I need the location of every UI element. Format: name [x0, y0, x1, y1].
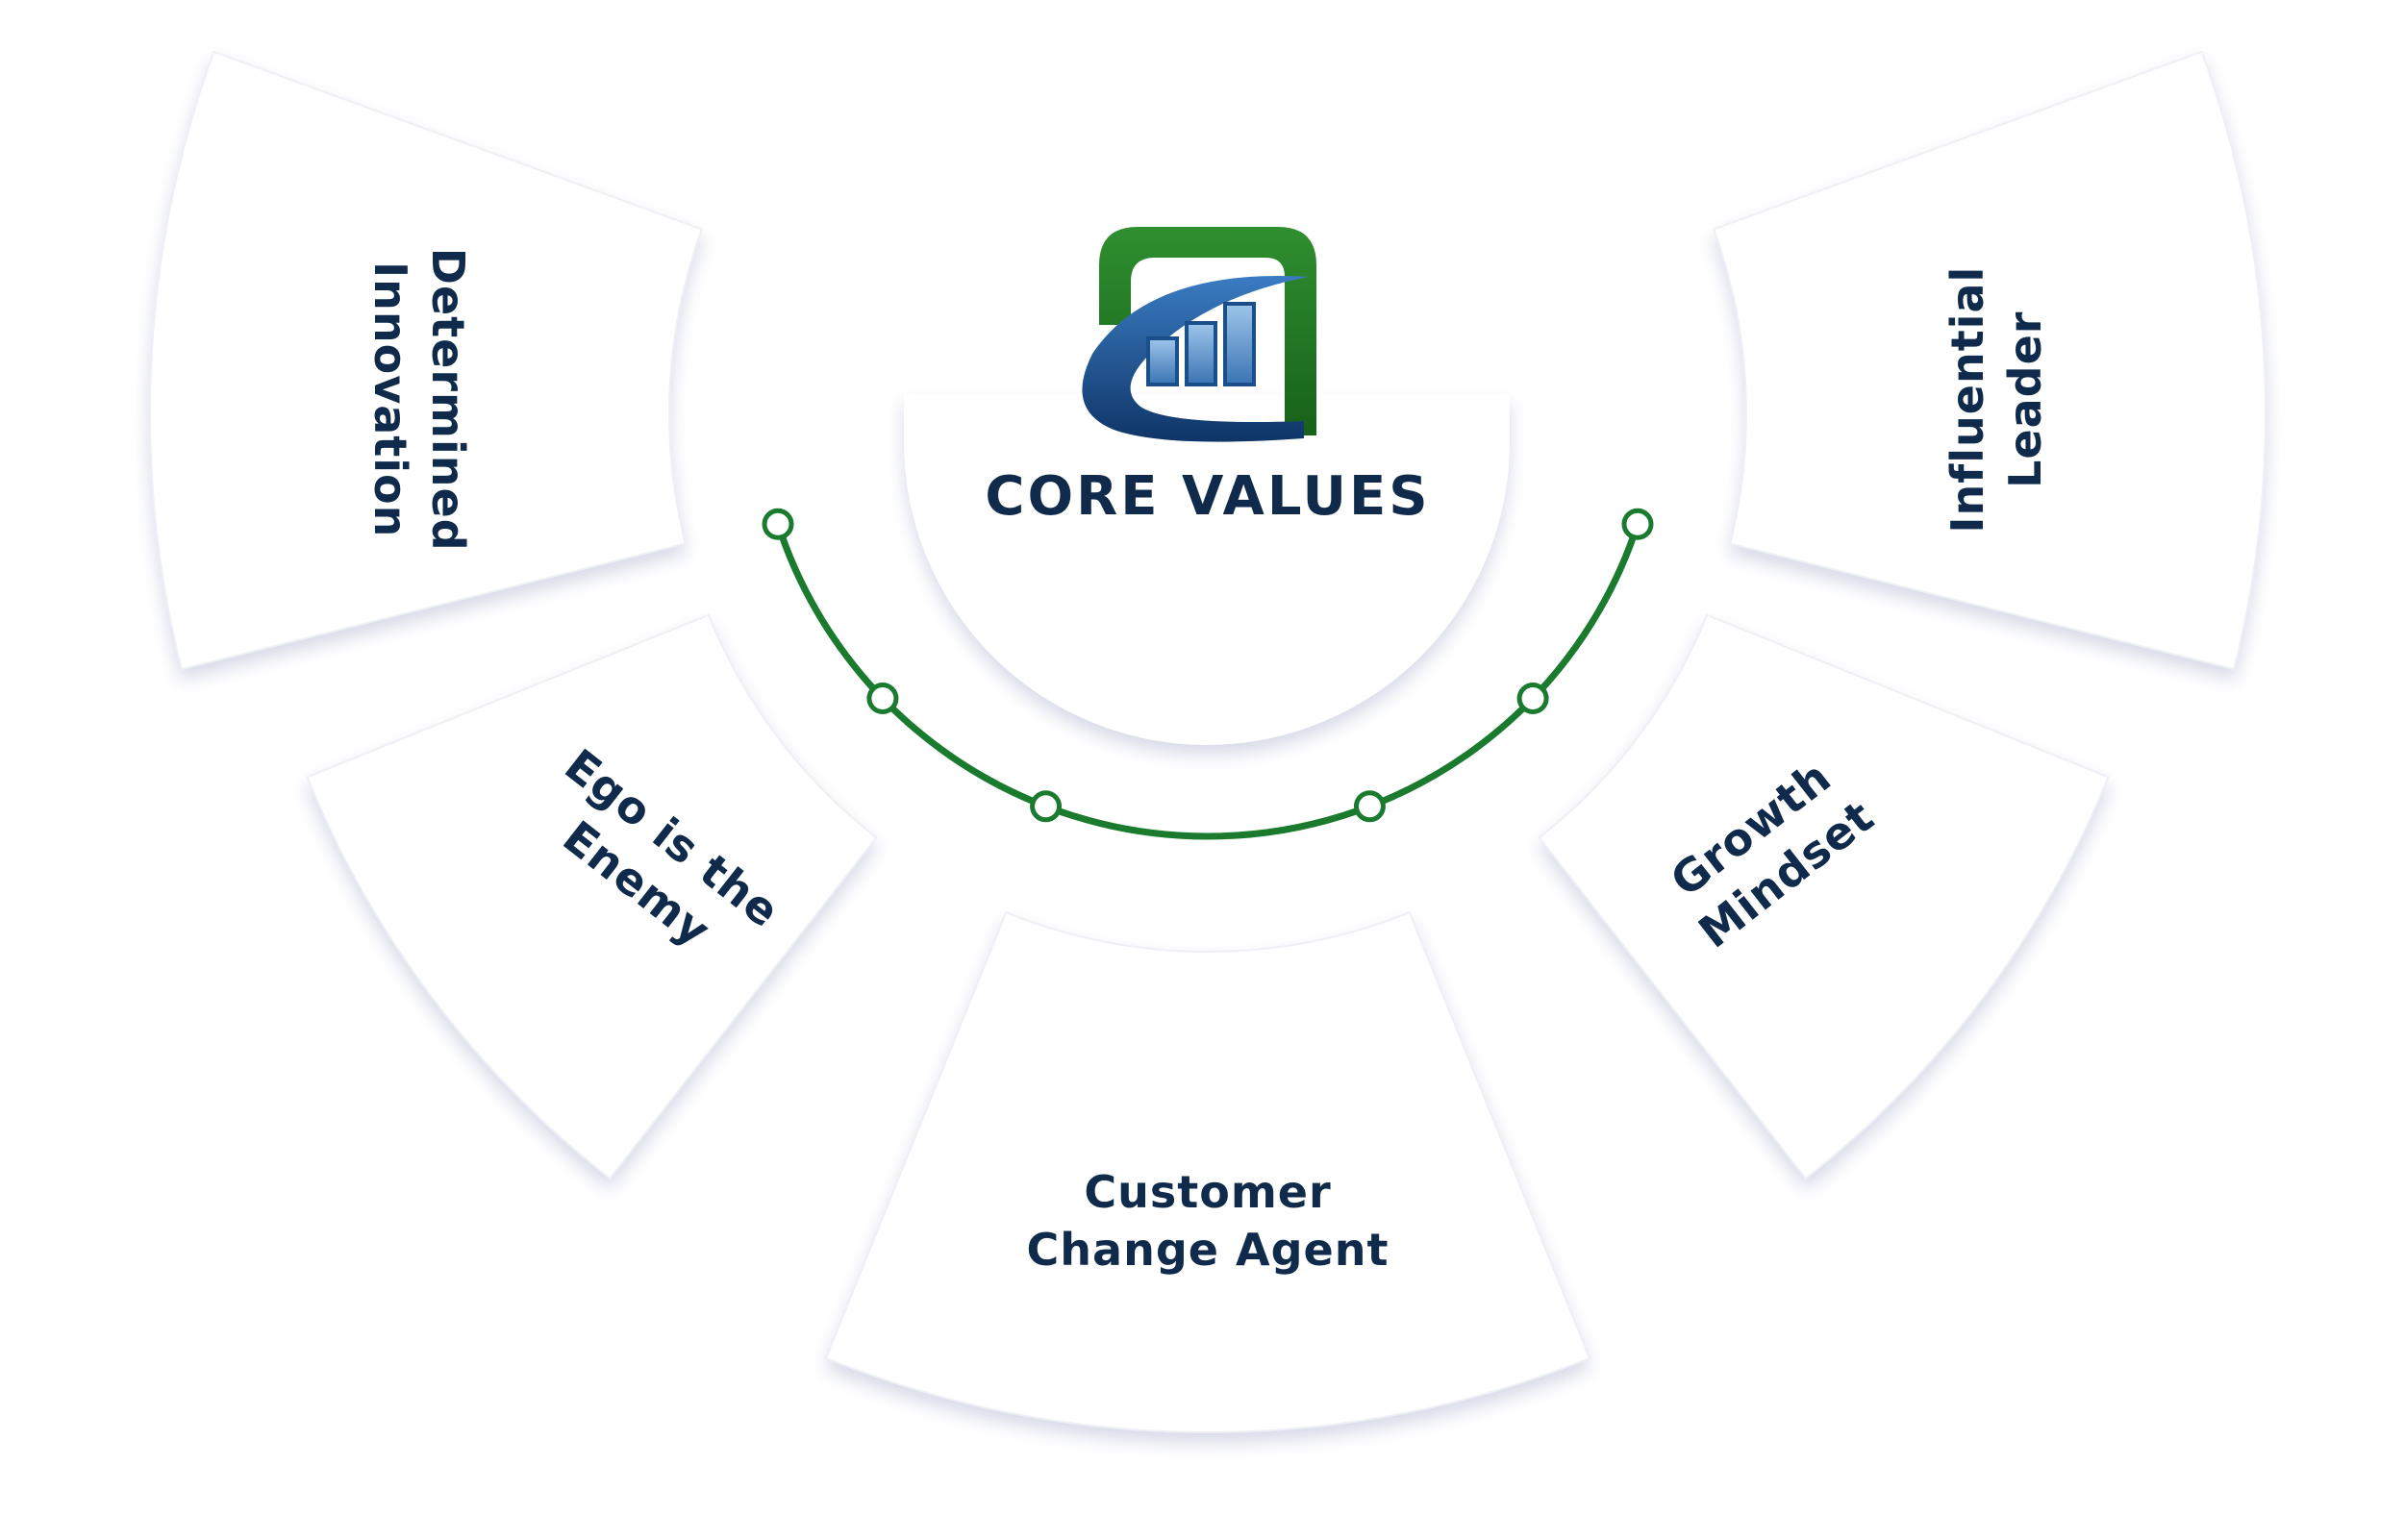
arc-node — [1030, 790, 1063, 823]
value-card-influential-leader — [1713, 50, 2266, 671]
value-cards — [149, 50, 2266, 1433]
arc-node — [762, 508, 794, 540]
value-label-line: Leader — [1999, 311, 2051, 488]
core-values-title: CORE VALUES — [985, 465, 1430, 528]
arc-node — [1516, 682, 1549, 714]
value-label-line: Influential — [1941, 266, 1993, 534]
value-card-customer-change-agent — [824, 911, 1591, 1433]
value-label-determined-innovation: DeterminedInnovation — [364, 248, 474, 552]
timeline-arc — [774, 523, 1641, 840]
value-card-ego-is-the-enemy — [306, 613, 878, 1180]
value-label-line: Change Agent — [1027, 1224, 1390, 1276]
value-label-line: Innovation — [364, 261, 416, 537]
value-card-determined-innovation — [149, 50, 703, 671]
value-label-line: Determined — [422, 248, 474, 552]
arc-nodes — [762, 508, 1654, 823]
value-label-line: Customer — [1084, 1166, 1331, 1218]
company-logo-icon — [1082, 227, 1316, 442]
arc-node — [1353, 790, 1386, 823]
center-card — [904, 394, 1510, 745]
center-card-shape — [904, 394, 1510, 745]
arc-node — [866, 682, 899, 714]
arc-node — [1621, 508, 1654, 540]
value-card-growth-mindset — [1538, 613, 2110, 1180]
